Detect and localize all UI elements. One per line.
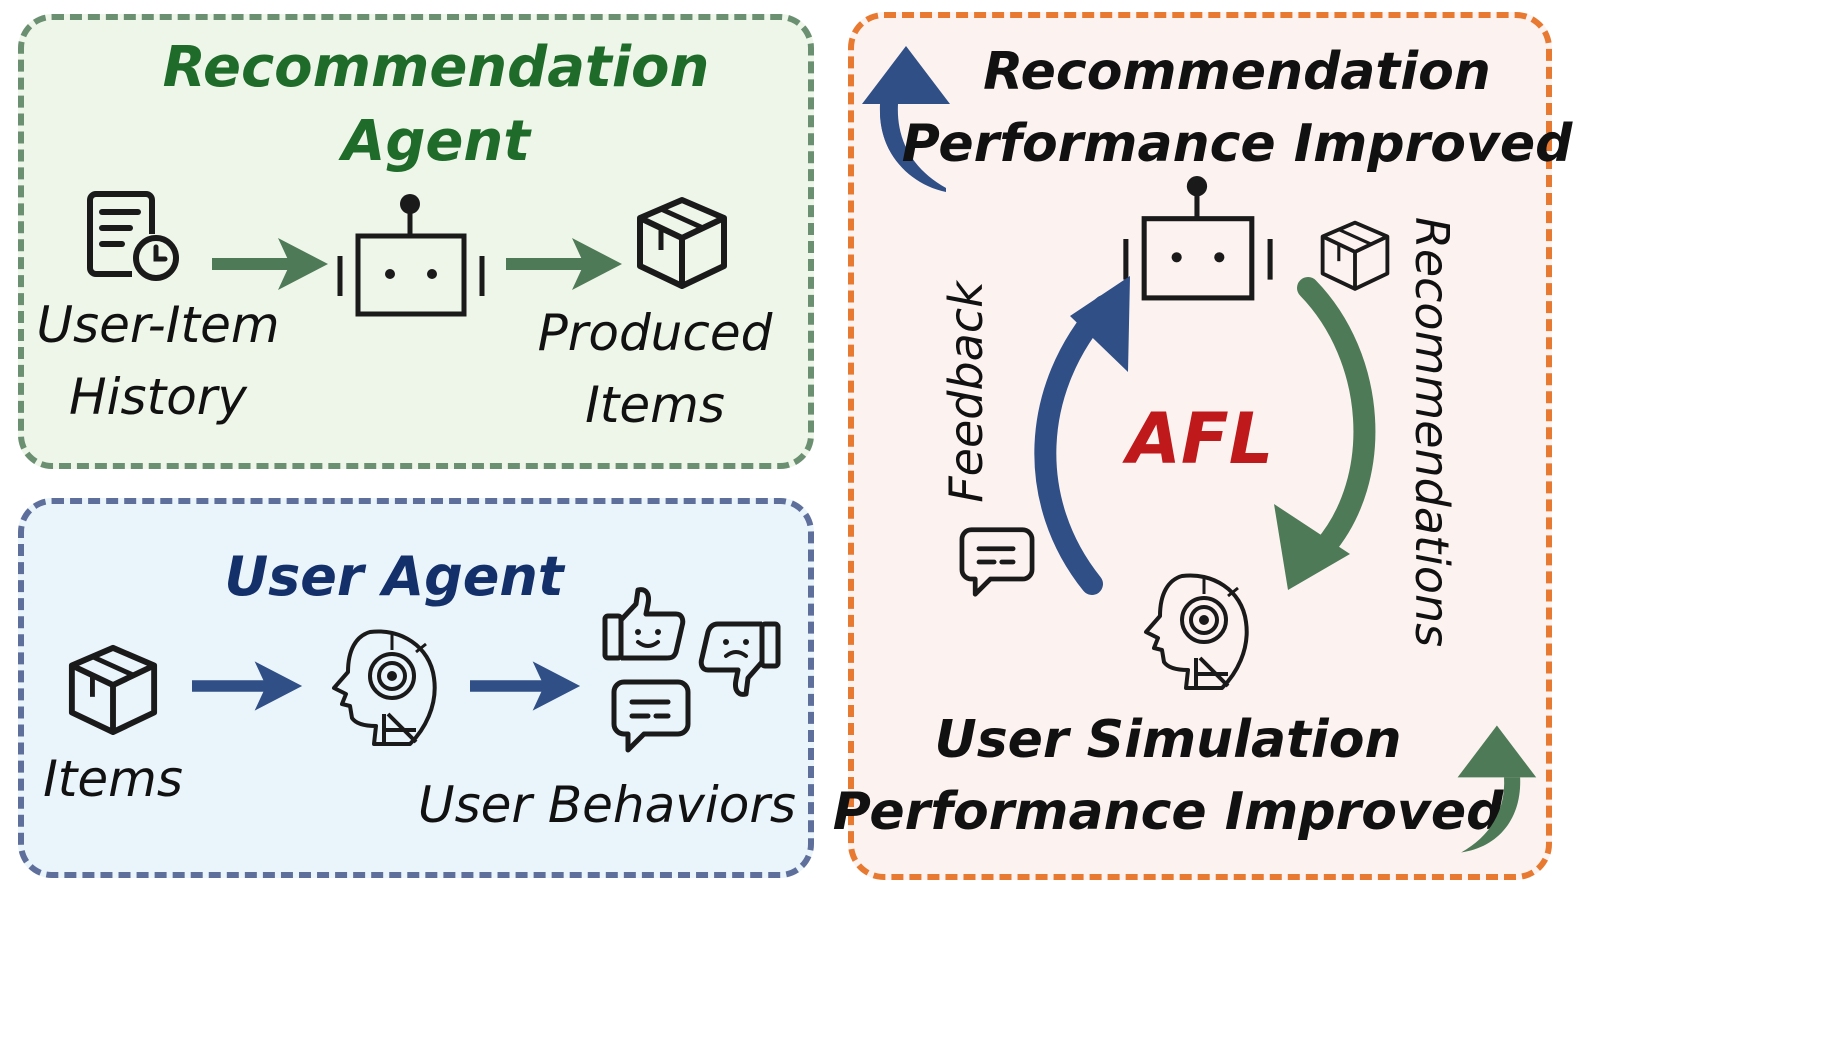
afl-panel [848,12,1552,880]
chat-bubble-icon [959,527,1035,597]
user-agent-title: User Agent [224,545,564,608]
ai-head-icon [1144,573,1249,690]
output-label-line1: Produced [537,304,773,362]
chat-bubble-icon [611,679,691,753]
package-box-icon [1320,220,1390,291]
thumbs-down-icon [698,621,781,697]
input-label-line1: User-Item [36,296,280,354]
rec-agent-title-line2: Agent [341,109,531,174]
feedback-label: Feedback [939,281,993,503]
output-label-line2: Items [585,376,725,434]
flow-arrow-icon [470,661,581,711]
robot-icon [1123,176,1273,301]
afl-top-title-line2: Performance Improved [901,114,1573,174]
recommendation-cycle-arrow-icon [1274,277,1376,590]
afl-bottom-title-line1: User Simulation [934,710,1402,770]
user-agent-output-label: User Behaviors [418,776,796,834]
curved-up-arrow-icon [1457,725,1537,853]
curved-up-arrow-icon [862,46,950,192]
flow-arrow-icon [192,661,303,711]
recommendations-label: Recommendations [1405,216,1459,648]
document-clock-icon [87,191,179,281]
package-box-icon [68,644,158,736]
ai-head-icon [332,629,437,746]
afl-center-label: AFL [1126,398,1274,480]
robot-icon [337,194,485,317]
afl-bottom-title-line2: Performance Improved [832,782,1504,842]
thumbs-up-icon [602,587,686,661]
flow-arrow-icon [212,238,328,290]
rec-agent-title-line1: Recommendation [162,35,710,100]
flow-arrow-icon [506,238,622,290]
afl-top-title-line1: Recommendation [983,42,1491,102]
user-agent-input-label: Items [43,750,183,808]
user-agent-panel [18,498,814,878]
feedback-cycle-arrow-icon [1034,276,1130,595]
package-box-icon [637,197,727,289]
input-label-line2: History [69,368,247,426]
